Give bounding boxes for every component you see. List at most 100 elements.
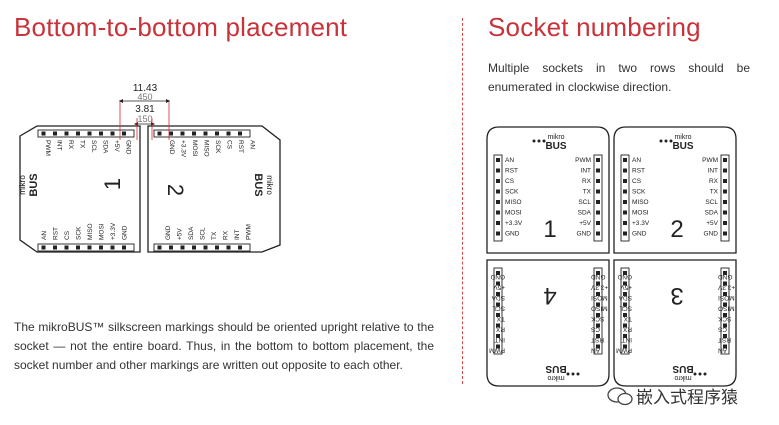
section-divider [462, 18, 463, 384]
pin-label-right: CS [590, 326, 600, 333]
board-1-bottom-pin-label: AN [41, 231, 48, 240]
svg-text:BUS: BUS [28, 173, 40, 196]
pin-label-left: RX [495, 326, 505, 333]
socket-numbering-diagram: AN RST CS SCK MISO MOSI +3.3V GND PWM INT RX TX SCL S… [486, 126, 737, 387]
right-title: Socket numbering [488, 12, 701, 42]
board-1-bottom-pin-label: RST [53, 227, 60, 240]
pin-label-right: AN [591, 347, 600, 354]
svg-text:mikro: mikro [674, 134, 691, 141]
dim-inner-mil: 150 [137, 114, 152, 124]
pin-label-left: CS [505, 178, 515, 185]
pin-label-left: MISO [632, 199, 649, 206]
socket-number-4: 4 [543, 282, 556, 309]
pin-label-left: +5V [620, 284, 632, 291]
left-paragraph: The mikroBUS™ silkscreen markings should… [14, 320, 434, 372]
mikrobus-logo: mikroBUS [545, 363, 580, 381]
socket-number-2: 2 [670, 216, 683, 243]
pin-label-left: RST [632, 168, 645, 175]
svg-text:BUS: BUS [545, 141, 566, 152]
board-1-top-pin-label: SDA [102, 140, 109, 154]
pin-label-left: SDA [618, 294, 632, 301]
pin-label-right: SCK [717, 315, 731, 322]
pin-label-left: MOSI [632, 210, 649, 217]
board-1-bottom-pin-label: +3.3V [110, 222, 117, 240]
board-2-bottom-header [153, 243, 251, 252]
pin-label-left: TX [623, 315, 632, 322]
pin-label-left: SCL [619, 305, 632, 312]
dimension-outer [119, 100, 170, 140]
pin-label-left: GND [490, 273, 505, 280]
socket-number-1: 1 [543, 216, 556, 243]
dim-inner-mm: 3.81 [135, 104, 155, 115]
board-1-bottom-pin-label: MISO [87, 223, 94, 240]
board-1-top-pin-label: TX [79, 140, 86, 149]
pin-label-left: RX [622, 326, 632, 333]
board-1-bottom-pin-label: GND [122, 225, 129, 240]
pin-label-left: INT [622, 336, 633, 343]
pin-label-right: RX [709, 178, 719, 185]
dim-outer-mil: 450 [137, 92, 152, 102]
board-1-bottom-pin-label: MOSI [99, 223, 106, 240]
wechat-logo-icon [607, 387, 633, 406]
pin-label-right: CS [717, 326, 727, 333]
mikrobus-logo: mikroBUS [672, 363, 707, 381]
board-2-bottom-pin-label: +5V [177, 228, 184, 240]
pin-label-right: SCK [590, 315, 604, 322]
socket-number-2: 2 [163, 184, 188, 196]
pin-label-right: PWM [702, 157, 718, 164]
pin-label-left: AN [632, 157, 641, 164]
pin-label-left: MISO [505, 199, 522, 206]
pin-label-left: +3.3V [505, 220, 523, 227]
pin-label-left: CS [632, 178, 642, 185]
board-2-top-pin-label: MOSI [191, 140, 198, 157]
svg-text:BUS: BUS [545, 363, 566, 374]
pin-label-left: AN [505, 157, 514, 164]
pin-label-left: TX [496, 315, 505, 322]
svg-text:mikro: mikro [265, 175, 274, 195]
pin-label-right: AN [718, 347, 727, 354]
pin-label-right: GND [591, 273, 606, 280]
socket-board-4: GND+5VSDASCLTXRXINTPWMGND+3.3VMOSIMISOSC… [486, 259, 610, 387]
svg-text:mikro: mikro [18, 175, 27, 195]
pin-label-right: +3.3V [717, 284, 735, 291]
board-1-outline [19, 125, 141, 253]
socket-board-3: GND+5VSDASCLTXRXINTPWMGND+3.3VMOSIMISOSC… [613, 259, 737, 387]
board-1-top-pin-label: SCL [90, 140, 97, 153]
pin-label-right: RST [591, 336, 604, 343]
pin-label-left: GND [505, 231, 520, 238]
pin-label-right: INT [708, 168, 719, 175]
pin-label-right: SDA [705, 210, 719, 217]
svg-text:BUS: BUS [252, 173, 264, 196]
board-2-top-pin-label: RST [237, 140, 244, 153]
board-2-top-header [153, 129, 251, 138]
board-2-top-pin-label: AN [249, 140, 256, 149]
board-1-top-pin-label: GND [125, 140, 132, 155]
pin-label-right: +3.3V [590, 284, 608, 291]
pin-label-right: GND [718, 273, 733, 280]
pin-label-right: INT [581, 168, 592, 175]
pin-label-right: MISO [718, 305, 735, 312]
mikrobus-logo-board-1: mikro BUS [18, 173, 40, 196]
board-2-top-pin-label: CS [226, 140, 233, 150]
socket-board-2: ANRSTCSSCKMISOMOSI+3.3VGNDPWMINTRXTXSCLS… [613, 126, 737, 254]
socket-board-1: ANRSTCSSCKMISOMOSI+3.3VGNDPWMINTRXTXSCLS… [486, 126, 610, 254]
board-1-top-header [37, 129, 135, 138]
pin-label-left: GND [617, 273, 632, 280]
pin-label-left: +5V [493, 284, 505, 291]
pin-label-right: SCL [578, 199, 591, 206]
right-paragraph: Multiple sockets in two rows should be e… [488, 61, 750, 94]
board-2-top-pin-label: GND [168, 140, 175, 155]
pin-label-left: SCK [505, 189, 519, 196]
board-2-bottom-pin-label: SCL [200, 227, 207, 240]
socket-number-3: 3 [670, 282, 683, 309]
pin-label-right: +5V [579, 220, 591, 227]
board-2-outline [147, 125, 281, 253]
pin-label-left: GND [632, 231, 647, 238]
socket-number-1: 1 [100, 178, 125, 190]
board-1-bottom-pin-label: CS [64, 230, 71, 240]
pin-label-left: INT [495, 336, 506, 343]
pin-label-right: TX [710, 189, 719, 196]
board-2-bottom-pin-label: TX [211, 231, 218, 240]
pin-label-left: SCL [492, 305, 505, 312]
